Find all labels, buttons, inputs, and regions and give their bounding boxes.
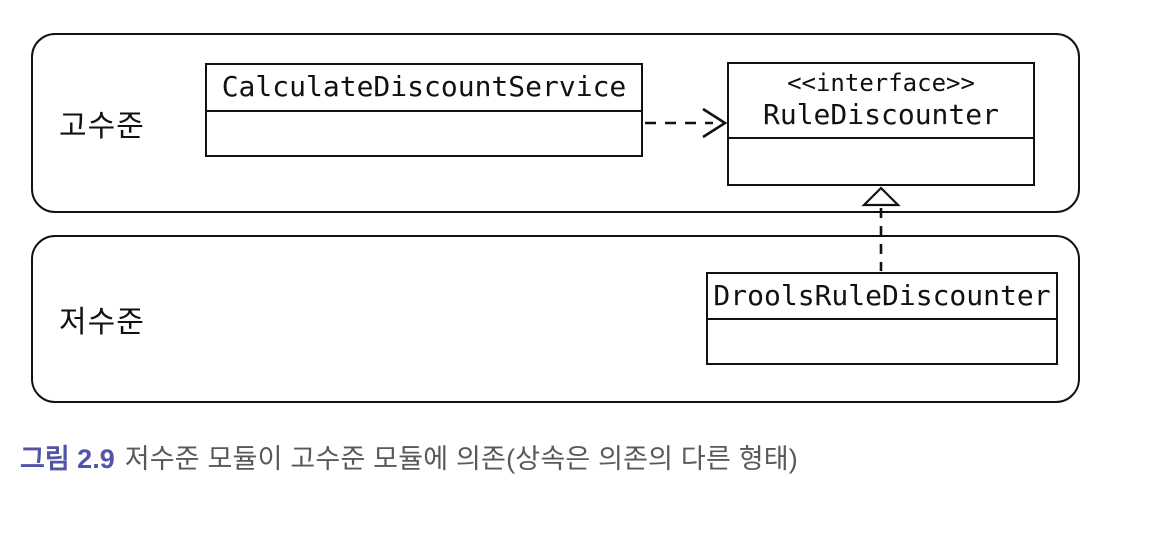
calculate-discount-service-class: CalculateDiscountService bbox=[205, 63, 643, 157]
low-level-label: 저수준 bbox=[59, 306, 145, 339]
interface-name: RuleDiscounter bbox=[762, 98, 999, 132]
class-name: DroolsRuleDiscounter bbox=[713, 278, 1051, 312]
high-level-label: 고수준 bbox=[59, 110, 145, 143]
class-name-compartment: DroolsRuleDiscounter bbox=[708, 274, 1056, 320]
drools-rule-discounter-class: DroolsRuleDiscounter bbox=[706, 272, 1058, 365]
low-level-group-box: 저수준 bbox=[31, 235, 1080, 403]
class-empty-compartment bbox=[207, 112, 641, 155]
class-empty-compartment bbox=[708, 320, 1056, 363]
interface-name-compartment: <<interface>> RuleDiscounter bbox=[729, 64, 1033, 139]
figure-caption-text: 저수준 모듈이 고수준 모듈에 의존(상속은 의존의 다른 형태) bbox=[124, 444, 798, 474]
figure-caption-label: 그림 2.9 bbox=[20, 444, 115, 474]
interface-stereotype: <<interface>> bbox=[787, 68, 975, 97]
class-name-compartment: CalculateDiscountService bbox=[207, 65, 641, 112]
figure-caption: 그림 2.9 저수준 모듈이 고수준 모듈에 의존(상속은 의존의 다른 형태) bbox=[20, 441, 798, 478]
high-level-group-box: 고수준 bbox=[31, 33, 1080, 213]
rule-discounter-interface: <<interface>> RuleDiscounter bbox=[727, 62, 1035, 186]
class-name: CalculateDiscountService bbox=[221, 70, 627, 104]
interface-empty-compartment bbox=[729, 139, 1033, 184]
